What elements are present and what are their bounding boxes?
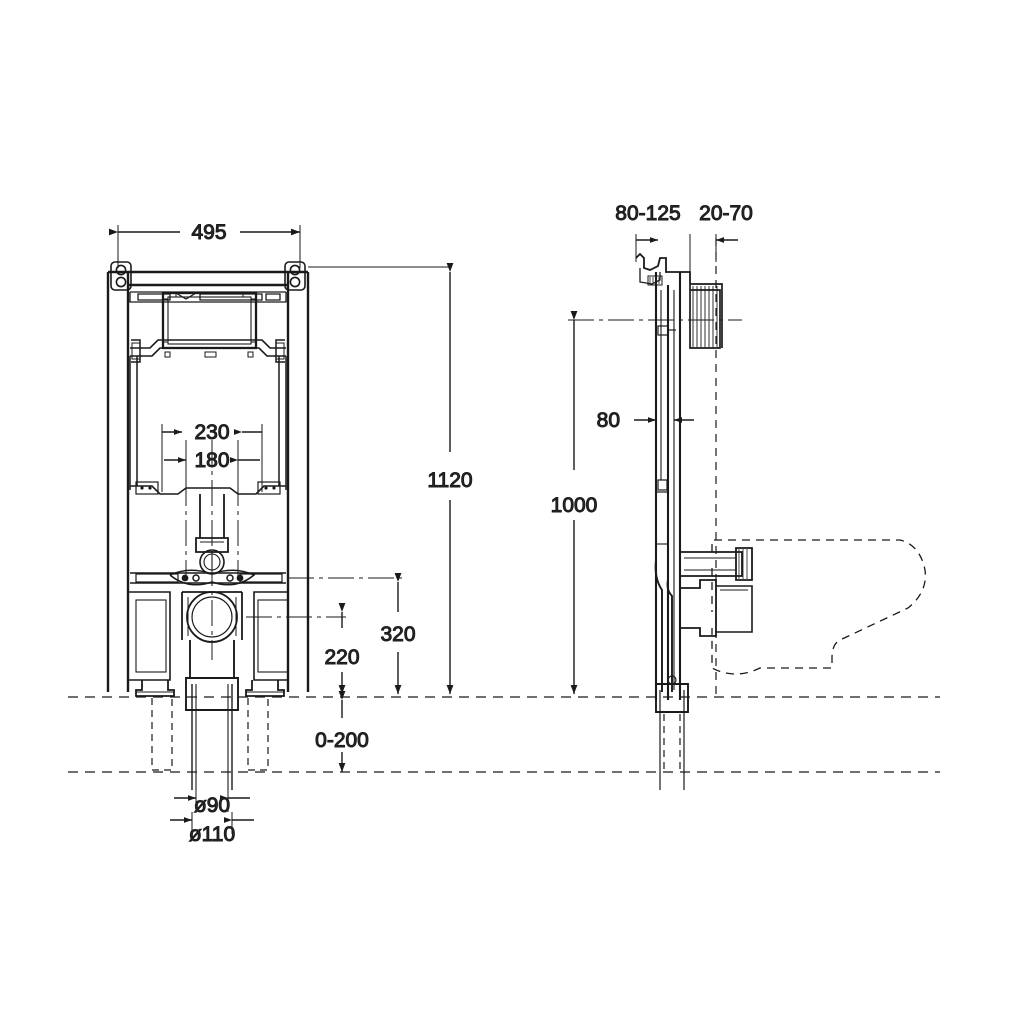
cistern-tank (129, 356, 287, 490)
dim-1000-label: 1000 (551, 494, 598, 517)
dim-230-label: 230 (194, 421, 229, 444)
dim-1120: 1120 (308, 263, 473, 694)
adjustable-feet (135, 680, 285, 697)
dim-80-label: 80 (597, 409, 620, 432)
dim-220-label: 220 (324, 646, 359, 669)
hidden-leg-extensions (151, 698, 269, 771)
dim-0-200-label: 0-200 (315, 729, 369, 752)
side-frame-profile (654, 272, 682, 700)
dim-d90: ø90 (174, 790, 250, 818)
dim-320-label: 320 (380, 623, 415, 646)
front-frame-outline (106, 270, 310, 692)
top-mounting-brackets (110, 261, 306, 291)
dim-1000: 1000 (550, 311, 598, 694)
wc-outlet-spigot (680, 547, 753, 581)
floor-datum-lines (68, 696, 940, 773)
side-floor-socket (655, 675, 689, 790)
tank-bottom-lugs (130, 481, 286, 495)
front-dim-leaders (246, 577, 402, 618)
dim-80: 80 (596, 409, 694, 433)
side-internal-fitting (656, 325, 676, 493)
dim-320: 320 (380, 573, 416, 694)
dim-1120-label: 1120 (427, 469, 472, 492)
dim-180-label: 180 (194, 449, 229, 472)
side-waste-bend (654, 520, 673, 692)
dim-d110: ø110 (170, 812, 254, 847)
dim-d90-label: ø90 (194, 794, 230, 817)
dim-d110-label: ø110 (189, 823, 235, 846)
dim-80-125-label: 80-125 (615, 202, 680, 225)
side-top-bracket (635, 252, 691, 286)
wc-bowl-outline (711, 539, 927, 675)
dim-495: 495 (109, 221, 301, 268)
dim-220: 220 (324, 603, 360, 694)
dim-230: 230 (161, 421, 263, 492)
side-hidden-pipe (663, 714, 681, 772)
soil-pipe (185, 640, 239, 790)
frame-lower-legs (128, 591, 289, 681)
dim-20-70-label: 20-70 (699, 202, 753, 225)
cistern-shoulder (130, 339, 286, 358)
side-elevation-view (568, 238, 927, 790)
mid-rail-assembly (130, 569, 286, 586)
dim-0-200: 0-200 (315, 691, 369, 772)
front-elevation-view (106, 261, 310, 790)
side-frame-inner-lines (660, 290, 675, 690)
dim-80-125: 80-125 (615, 202, 691, 284)
side-clips (131, 339, 285, 363)
side-threaded-stud (689, 283, 723, 349)
dim-495-label: 495 (191, 221, 226, 244)
dim-180: 180 (164, 449, 260, 492)
dim-20-70: 20-70 (699, 202, 753, 262)
